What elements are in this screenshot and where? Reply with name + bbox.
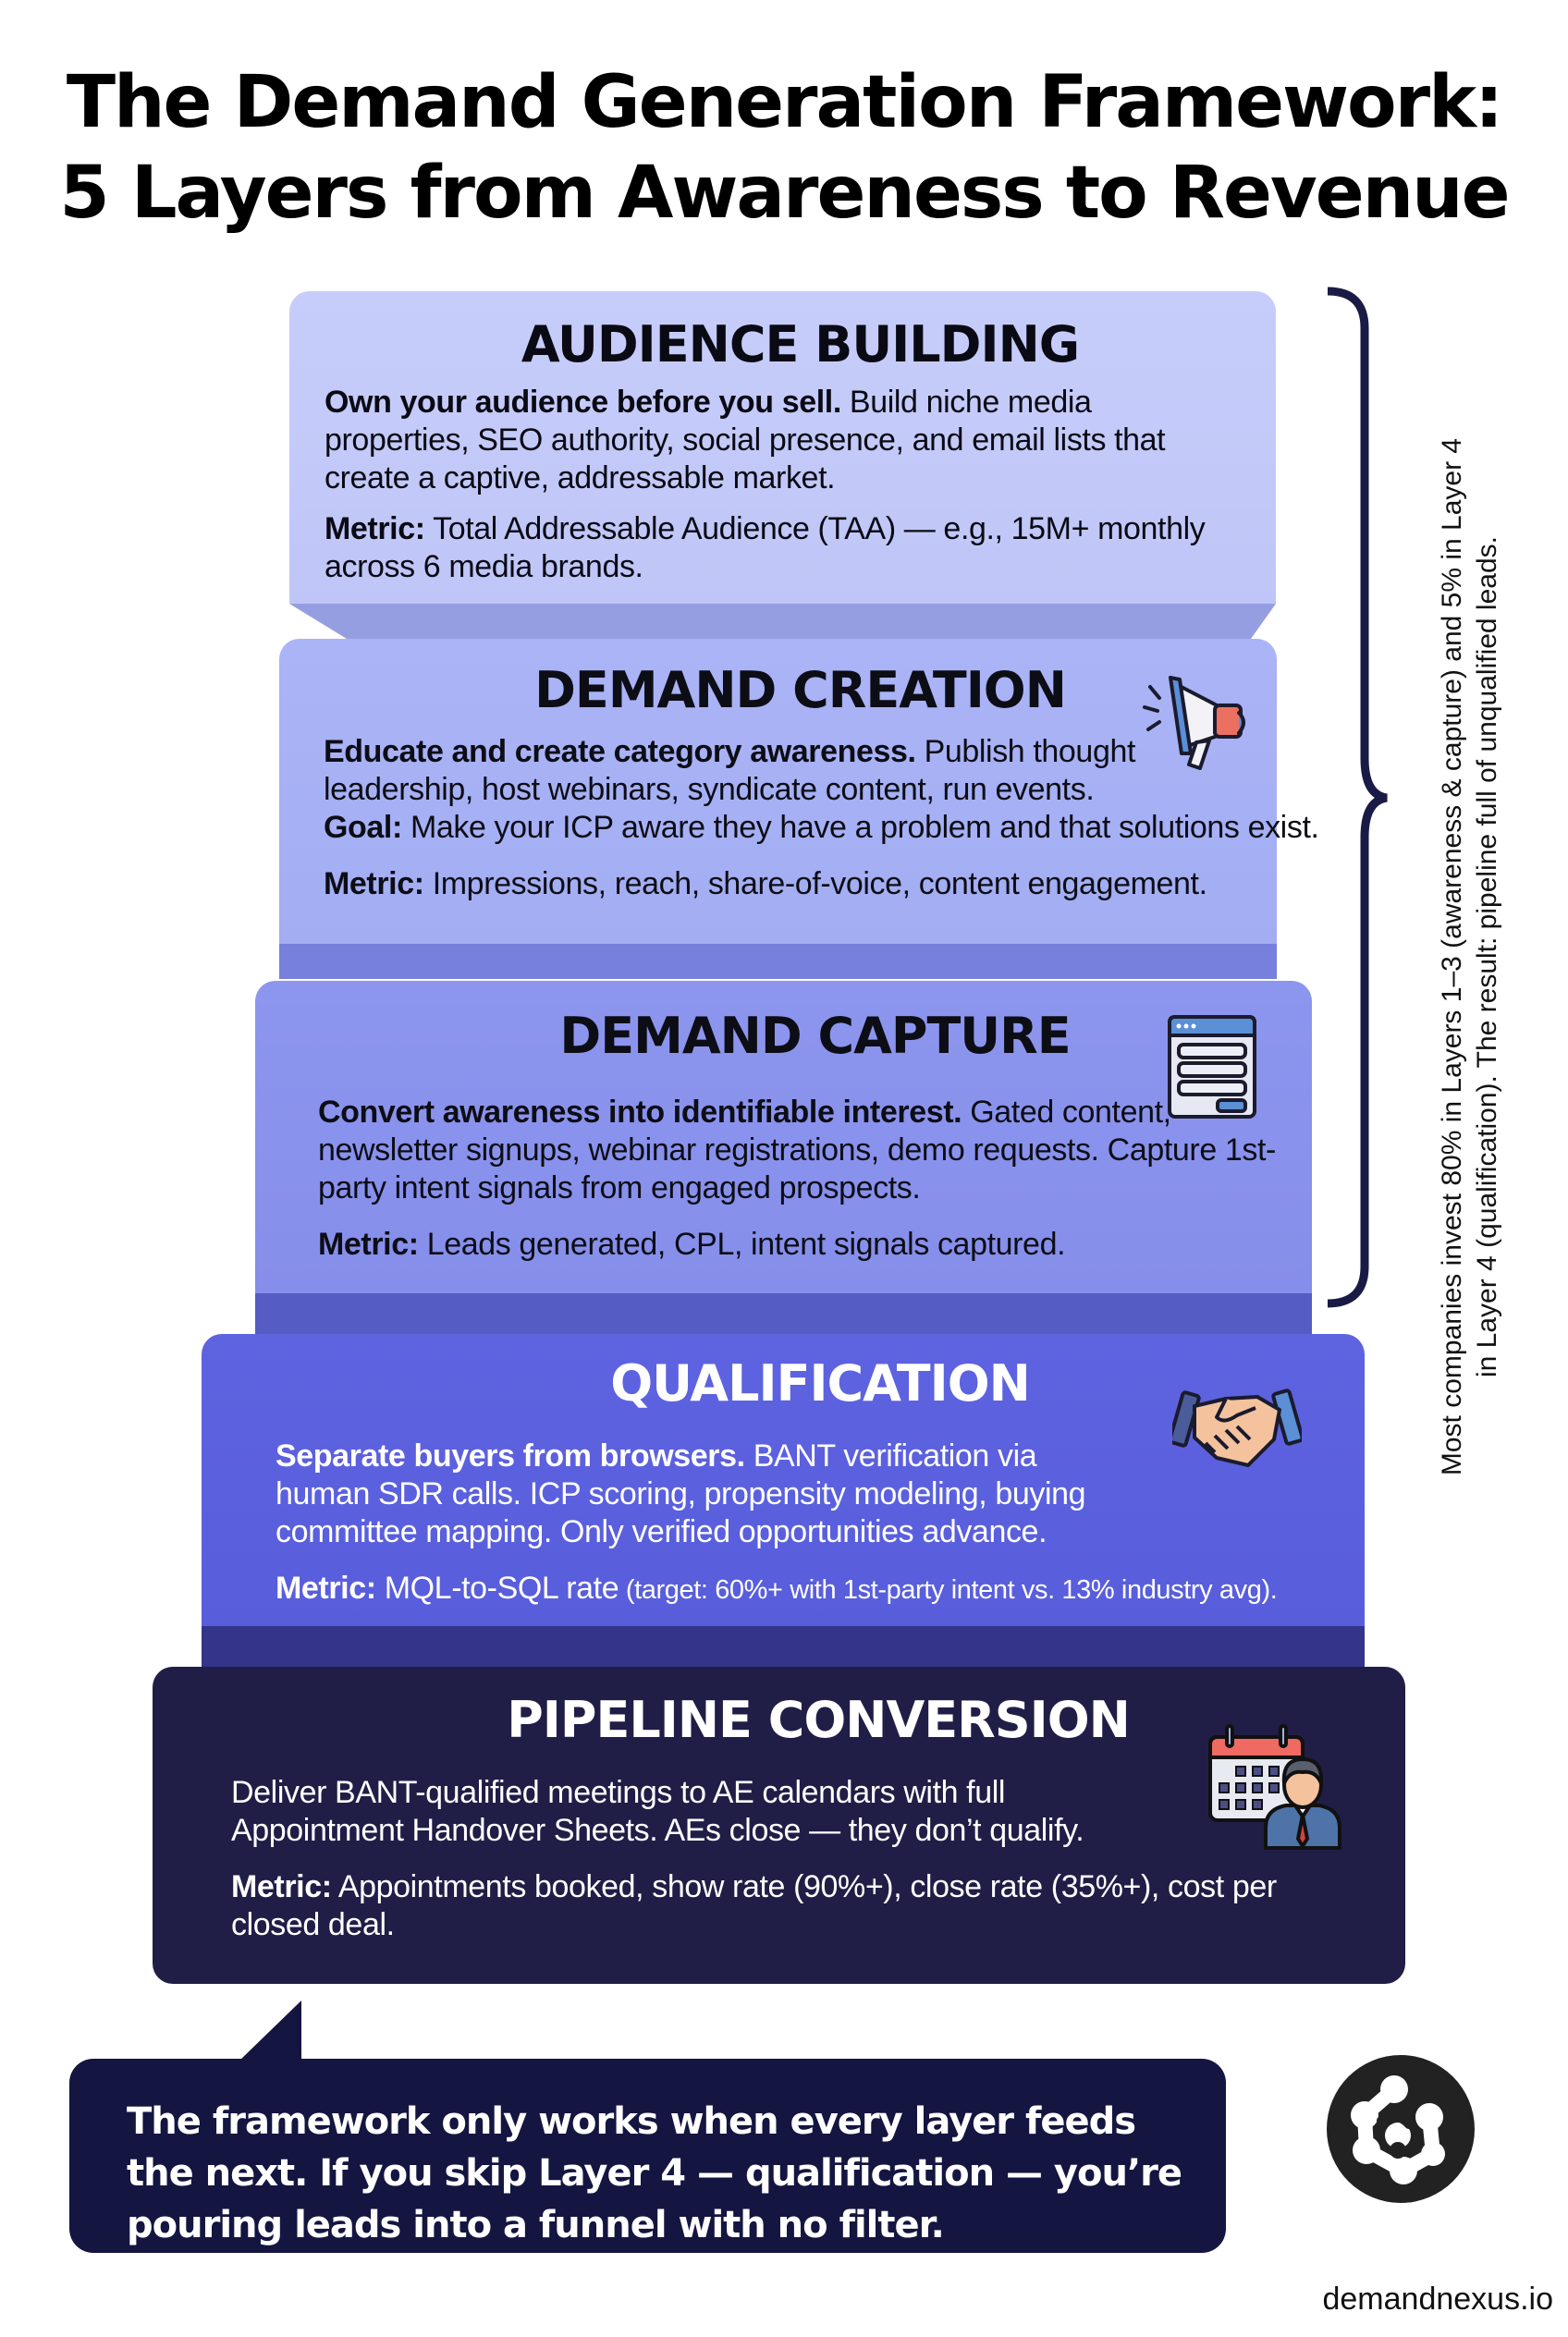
title-line-1: The Demand Generation Framework: bbox=[66, 61, 1503, 144]
callout-box: The framework only works when every laye… bbox=[69, 2059, 1226, 2253]
callout-line-3: pouring leads into a funnel with no filt… bbox=[127, 2204, 945, 2246]
layer-face bbox=[202, 1334, 1365, 1626]
side-note-line-1: Most companies invest 80% in Layers 1–3 … bbox=[1437, 437, 1467, 1476]
layer-metric: Metric: Leads generated, CPL, intent sig… bbox=[318, 1227, 1066, 1262]
bracket-layers-1-3 bbox=[1327, 287, 1388, 1308]
layer-goal: Goal: Make your ICP aware they have a pr… bbox=[324, 810, 1319, 845]
title-line-2: 5 Layers from Awareness to Revenue bbox=[59, 152, 1510, 235]
layer-description: Educate and create category awareness. P… bbox=[324, 734, 1136, 807]
layer-description: Own your audience before you sell. Build… bbox=[325, 385, 1166, 496]
side-note-line-2: in Layer 4 (qualification). The result: … bbox=[1472, 536, 1502, 1377]
megaphone-icon bbox=[1143, 676, 1245, 770]
handshake-icon bbox=[1172, 1389, 1302, 1467]
layer-demand-creation: DEMAND CREATION Educate and create categ… bbox=[279, 639, 1319, 979]
layer-bevel bbox=[255, 1293, 1312, 1334]
side-note: Most companies invest 80% in Layers 1–3 … bbox=[1435, 374, 1505, 1539]
layer-description: Separate buyers from browsers. BANT veri… bbox=[276, 1438, 1086, 1549]
layer-content: QUALIFICATION Separate buyers from brows… bbox=[202, 1334, 1365, 1609]
layer-content: DEMAND CAPTURE Convert awareness into id… bbox=[255, 981, 1312, 1264]
layer-face bbox=[153, 1667, 1405, 1984]
demandnexus-logo-icon bbox=[1327, 2055, 1475, 2203]
layer-heading: AUDIENCE BUILDING bbox=[521, 315, 1080, 373]
layer-metric: Metric: Total Addressable Audience (TAA)… bbox=[325, 511, 1206, 584]
callout-tail bbox=[239, 2001, 301, 2062]
layer-content: AUDIENCE BUILDING Own your audience befo… bbox=[289, 291, 1276, 586]
web-form-icon bbox=[1168, 1015, 1256, 1119]
layer-heading: DEMAND CREATION bbox=[534, 661, 1067, 719]
callout-line-2: the next. If you skip Layer 4 — qualific… bbox=[127, 2152, 1182, 2195]
layer-description: Deliver BANT-qualified meetings to AE ca… bbox=[231, 1775, 1084, 1848]
layer-bevel bbox=[202, 1626, 1365, 1667]
layer-face bbox=[289, 291, 1276, 604]
layer-heading: PIPELINE CONVERSION bbox=[507, 1691, 1131, 1749]
layer-pipeline-conversion: PIPELINE CONVERSION Deliver BANT-qualifi… bbox=[153, 1667, 1405, 1984]
layer-description: Convert awareness into identifiable inte… bbox=[318, 1095, 1276, 1205]
layer-face bbox=[279, 639, 1277, 944]
layer-bevel bbox=[289, 604, 1276, 639]
layer-metric: Metric: MQL-to-SQL rate (target: 60%+ wi… bbox=[276, 1571, 1278, 1606]
layer-heading: QUALIFICATION bbox=[610, 1354, 1031, 1413]
calendar-person-icon bbox=[1208, 1724, 1341, 1850]
layer-face bbox=[255, 981, 1312, 1293]
callout-line-1: The framework only works when every laye… bbox=[127, 2100, 1136, 2143]
layer-content: PIPELINE CONVERSION Deliver BANT-qualifi… bbox=[153, 1667, 1405, 1944]
layer-metric: Metric: Impressions, reach, share-of-voi… bbox=[324, 866, 1207, 901]
brand-url[interactable]: demandnexus.io bbox=[1322, 2282, 1553, 2317]
layer-demand-capture: DEMAND CAPTURE Convert awareness into id… bbox=[255, 981, 1312, 1334]
layer-metric: Metric: Appointments booked, show rate (… bbox=[231, 1869, 1277, 1942]
layer-content: DEMAND CREATION Educate and create categ… bbox=[279, 639, 1319, 903]
layer-qualification: QUALIFICATION Separate buyers from brows… bbox=[202, 1334, 1365, 1667]
layer-heading: DEMAND CAPTURE bbox=[559, 1007, 1071, 1065]
page-title: The Demand Generation Framework: 5 Layer… bbox=[0, 57, 1568, 239]
layer-audience-building: AUDIENCE BUILDING Own your audience befo… bbox=[289, 291, 1276, 639]
layer-bevel bbox=[279, 944, 1277, 979]
